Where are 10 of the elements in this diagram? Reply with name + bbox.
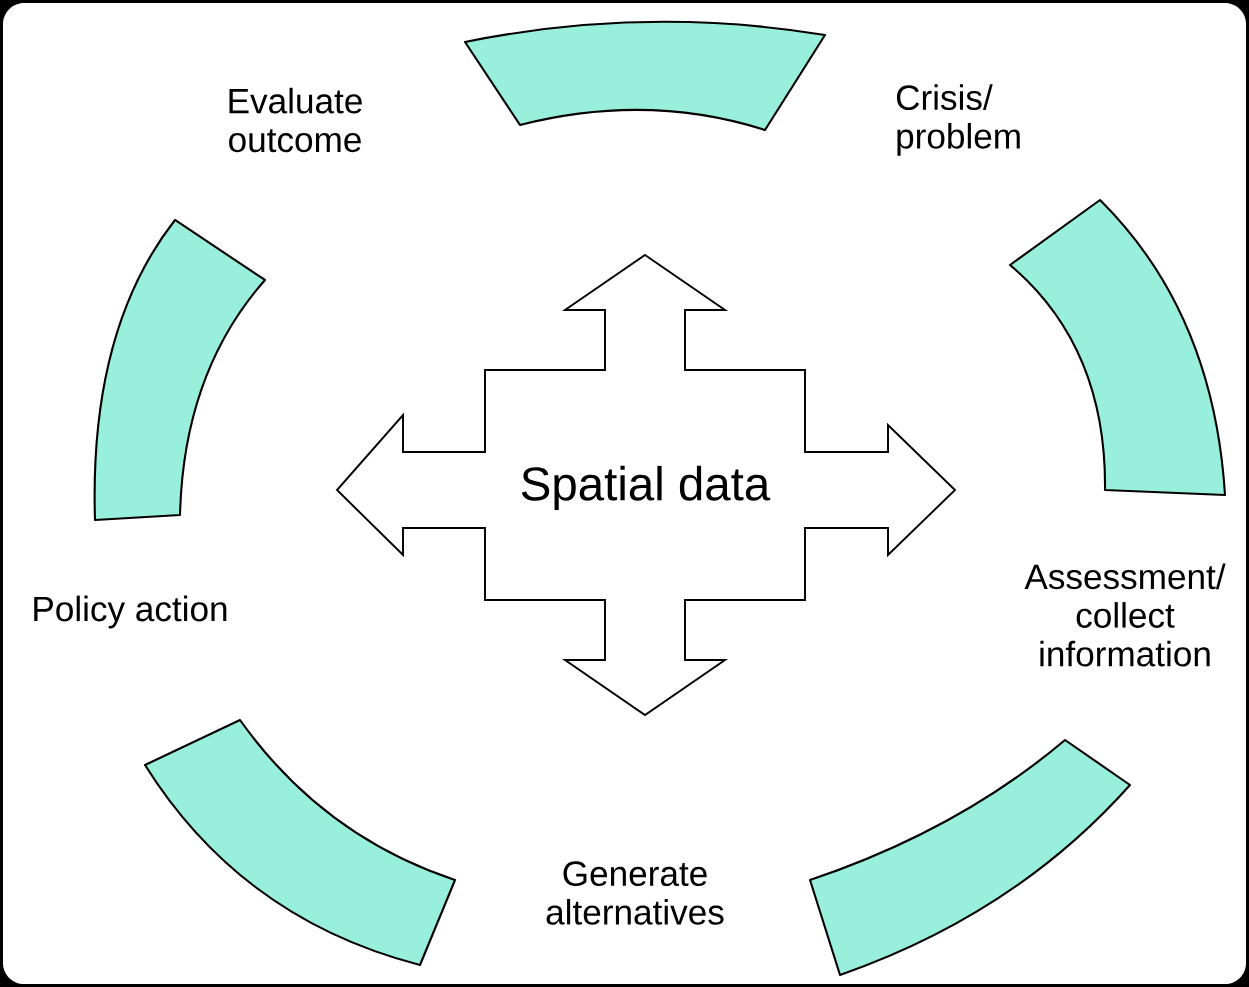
arc-segment [93, 218, 267, 522]
stage-label: Generate alternatives [546, 861, 724, 925]
arc-segment [1008, 198, 1227, 497]
stage-label: Assessment/ collect information [1024, 563, 1226, 667]
arc-segment [463, 20, 827, 132]
stage-label: Policy action [34, 595, 227, 629]
stage-label: Crisis/ problem [896, 84, 1020, 156]
arc-segment [808, 738, 1132, 977]
stage-label: Evaluate outcome [229, 87, 362, 153]
arc-segment [143, 718, 457, 967]
